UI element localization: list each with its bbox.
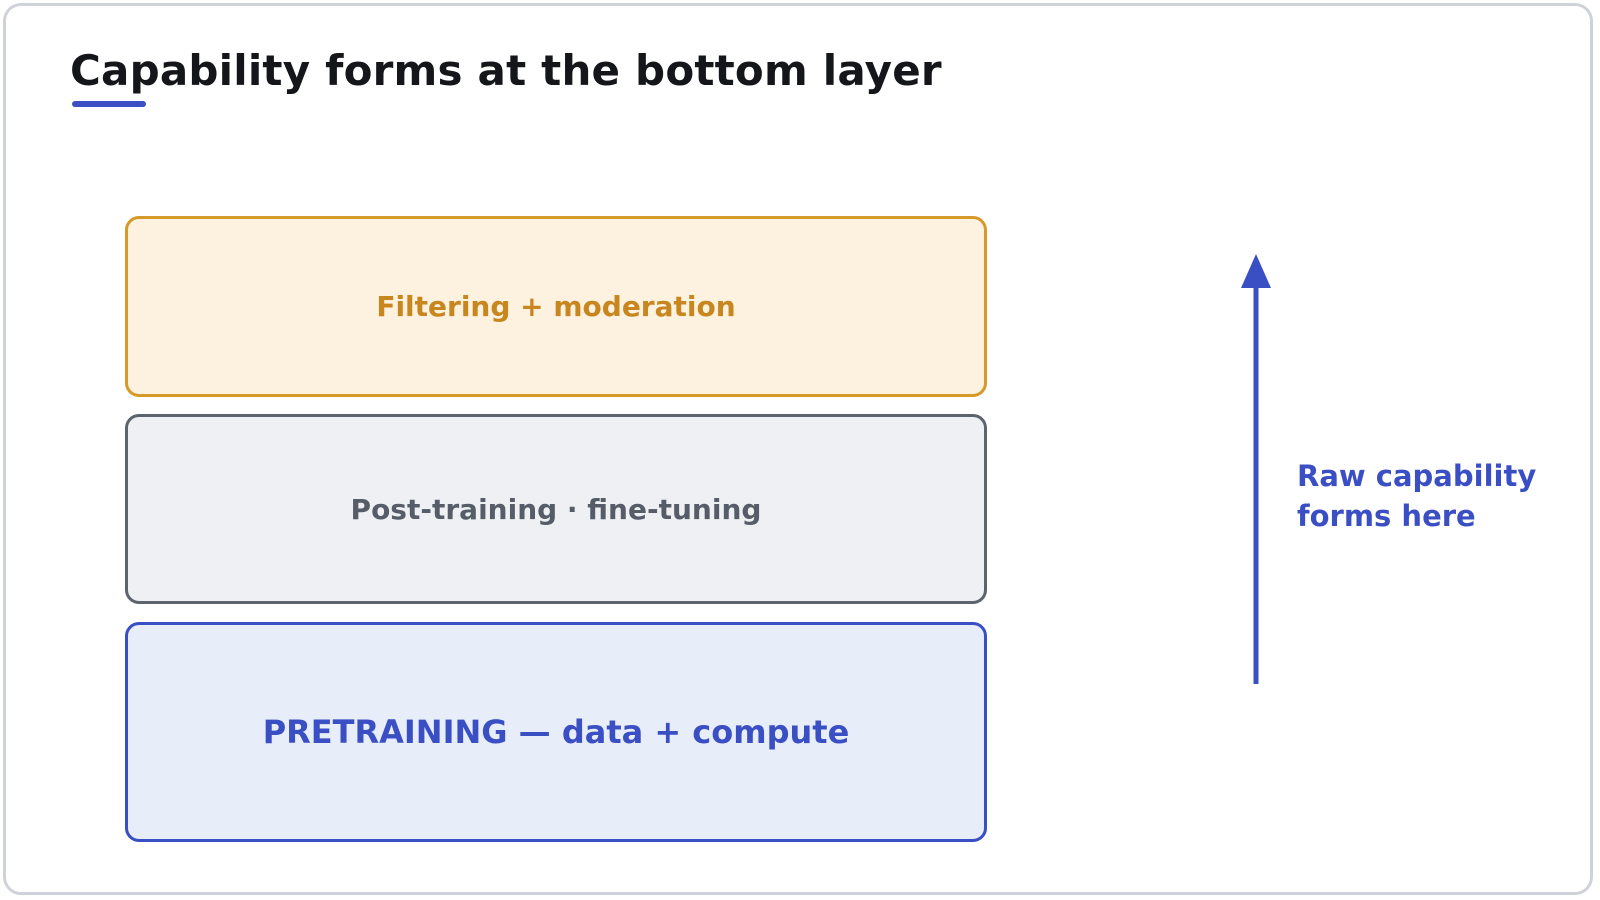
title-underline-accent	[72, 101, 146, 107]
slide-frame: Capability forms at the bottom layer Fil…	[3, 3, 1593, 895]
side-note-line-2: forms here	[1297, 499, 1476, 533]
layer-post-training: Post-training · fine-tuning	[125, 414, 987, 604]
layer-filtering-label: Filtering + moderation	[376, 290, 736, 323]
side-note-line-1: Raw capability	[1297, 459, 1537, 493]
arrow-head	[1241, 254, 1271, 288]
layer-pretraining-label: PRETRAINING — data + compute	[262, 713, 850, 751]
layer-filtering: Filtering + moderation	[125, 216, 987, 397]
side-note: Raw capability forms here	[1297, 456, 1536, 536]
layer-pretraining: PRETRAINING — data + compute	[125, 622, 987, 842]
layer-post-training-label: Post-training · fine-tuning	[350, 492, 762, 526]
page-title: Capability forms at the bottom layer	[70, 46, 942, 95]
arrow-up-icon	[1241, 254, 1271, 684]
arrow-shaft	[1253, 284, 1259, 684]
